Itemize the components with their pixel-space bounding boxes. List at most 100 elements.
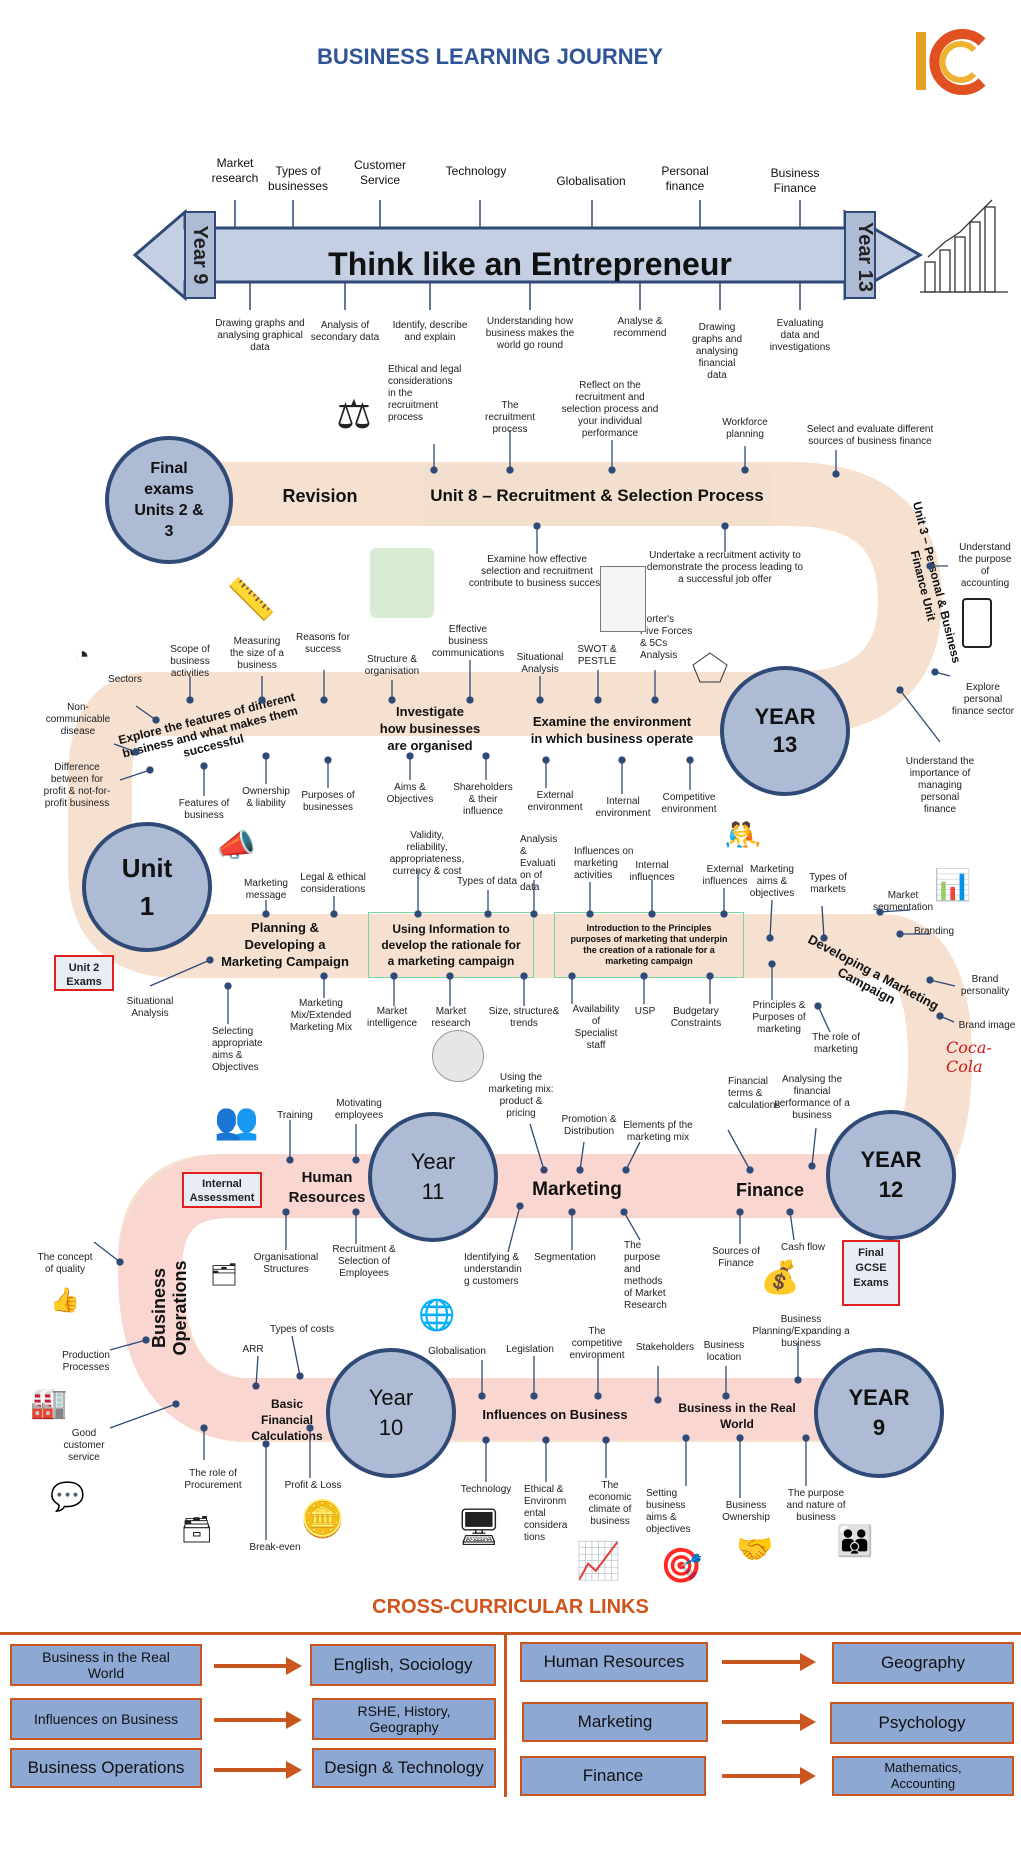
label: Understand the importance of managing pe… [905,756,975,815]
label: Legislation [506,1344,554,1355]
label: Validity, reliability, appropriateness, … [389,830,465,877]
label: Market segmentation [872,890,934,913]
factory-icon: 🏭 [30,1387,68,1420]
timeline-top-label: Business Finance [770,166,820,195]
timeline-bottom-label: Drawing graphs and analysing graphical d… [215,318,305,353]
label: Break-even [249,1542,301,1553]
label: Size, structure& trends [488,1006,560,1029]
label: Availability of Specialist staff [572,1004,620,1051]
label: Legal & ethical considerations [300,872,366,895]
chart-icon [920,192,1010,307]
label: Motivating employees [334,1098,384,1121]
label: Reasons for success [296,632,350,655]
year9-circle: YEAR 9 [814,1348,944,1478]
timeline-top-label: Types of businesses [267,164,329,193]
cc-left-from: Business Operations [10,1748,202,1788]
label: Workforce planning [722,417,768,440]
label: USP [634,1006,656,1017]
unit1-text: Unit 1 [121,853,173,921]
label: Identifying & understandin g customers [464,1252,522,1287]
cc-left-to: RSHE, History, Geography [312,1698,496,1740]
year9-text: YEAR 9 [848,1385,910,1440]
label: The concept of quality [37,1252,93,1275]
examine-env-segment: Examine the environment in which busines… [530,714,694,746]
timeline-center-text: Think like an Entrepreneur [328,246,732,282]
label: The purpose and methods of Market Resear… [624,1240,667,1311]
label: Promotion & Distribution [561,1114,617,1137]
label: Internal influences [629,860,675,883]
influences-segment: Influences on Business [482,1406,628,1422]
label: Types of costs [270,1324,334,1335]
timeline-top-label: Globalisation [556,174,626,188]
year12-circle: YEAR 12 [826,1110,956,1240]
label: Marketing aims & objectives [749,864,795,899]
label: Profit & Loss [284,1480,342,1491]
label: Training [277,1110,313,1121]
cc-arrow [214,1711,302,1729]
label: Selecting appropriate aims & Objectives [212,1026,263,1073]
year10-text: Year 10 [368,1385,414,1440]
year11-circle: Year 11 [368,1112,498,1242]
cc-left-to: English, Sociology [310,1644,496,1686]
clipboard-icon [600,566,646,632]
label: Examine how effective selection and recr… [468,554,606,589]
label: Recruitment & Selection of Employees [332,1244,396,1279]
cross-curricular-title: CROSS-CURRICULAR LINKS [372,1596,649,1618]
graph-icon: 📈 [576,1540,621,1581]
cc-arrow [722,1653,816,1671]
label: Difference between for profit & not-for-… [43,762,111,809]
label: Brand image [958,1020,1016,1031]
label: Explore personal finance sector [951,682,1015,717]
label: Branding [913,926,955,937]
finance-segment: Finance [735,1179,805,1200]
year11-text: Year 11 [410,1149,456,1204]
phone-icon [962,598,992,648]
final-exams-circle: Final exams Units 2 & 3 [105,436,233,564]
megaphone-icon: 📣 [216,827,256,863]
unit1-circle: Unit 1 [82,822,212,952]
label: Ethical & Environm ental considera tions [524,1484,568,1543]
year13-circle: YEAR 13 [720,666,850,796]
timeline-bottom-label: Evaluating data and investigations [769,318,831,353]
label: Business Ownership [722,1500,770,1523]
coca-cola-logo: Coca-Cola [946,1038,992,1076]
cc-arrow [722,1767,816,1785]
label: Analysis & Evaluati on of data [520,834,558,893]
unit8-segment: Unit 8 – Recruitment & Selection Process [422,466,772,526]
label: Cash flow [781,1242,825,1253]
revision-segment: Revision [282,485,358,506]
label: Internal environment [595,796,651,819]
market-research-icon [432,1030,484,1082]
cc-left-from: Business in the Real World [10,1644,202,1686]
procurement-icon: 🗃 [180,1514,214,1544]
label: Budgetary Constraints [670,1006,722,1029]
year12-text: YEAR 12 [860,1147,922,1202]
tug-of-war-icon: 🤼 [724,819,762,852]
label: Marketing Mix/Extended Marketing Mix [289,998,353,1033]
label: Types of data [456,876,518,887]
final-gcse-box: Final GCSE Exams [842,1240,900,1306]
presentation-icon: 📊 [934,869,972,902]
timeline-bottom-label: Identify, describe and explain [392,320,468,343]
label: Influences on marketing activities [574,846,634,881]
globe-icon: 🌐 [418,1299,456,1332]
connector-lines [93,430,956,1540]
label: Organisational Structures [253,1252,319,1275]
cc-right-to: Psychology [830,1702,1014,1744]
cc-right-from: Human Resources [520,1642,708,1682]
label: Shareholders & their influence [453,782,513,817]
label: Porter's Five Forces & 5Cs Analysis [640,614,693,661]
label: The recruitment process [484,400,535,435]
label: External influences [702,864,748,887]
label: Market intelligence [366,1006,418,1029]
unit2-exams-box: Unit 2 Exams [54,955,114,991]
label: Technology [460,1484,512,1495]
timeline-bottom-label: Analyse & recommend [613,316,667,339]
planning-segment: Planning & Developing a Marketing Campai… [221,919,349,969]
label: Types of markets [809,872,847,895]
page-title: BUSINESS LEARNING JOURNEY [317,44,663,69]
year13-text: YEAR 13 [754,704,816,757]
money-bag-icon: 💰 [760,1259,800,1295]
basic-financial-segment: Basic Financial Calculations [251,1397,323,1443]
investigate-segment: Investigate how businesses are organised [379,703,481,753]
